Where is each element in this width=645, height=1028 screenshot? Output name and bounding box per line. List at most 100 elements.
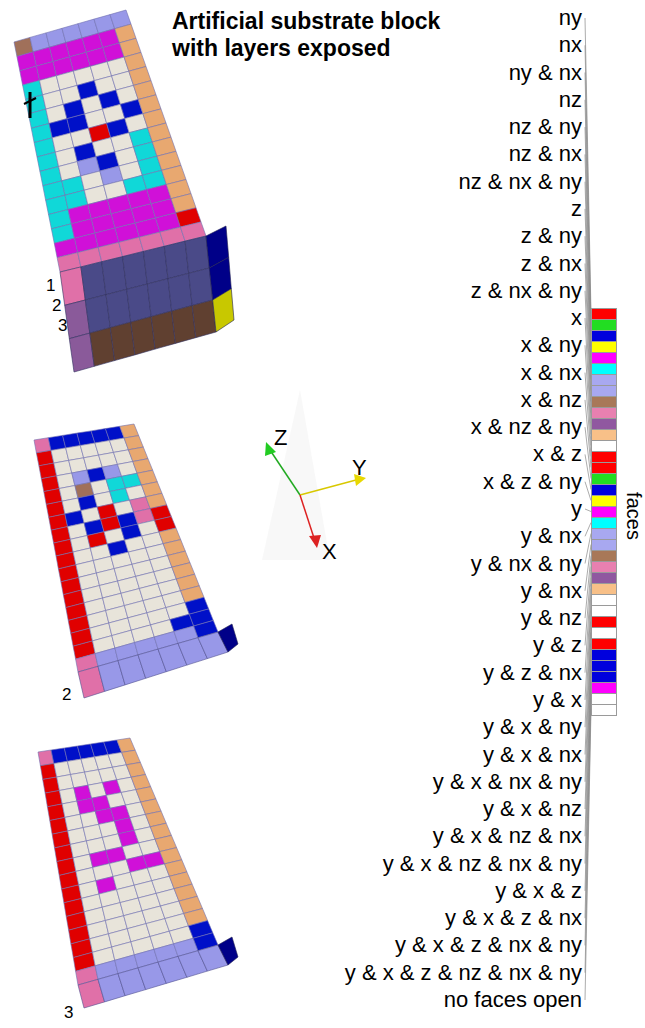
grid-cell (189, 268, 213, 306)
colorbar-swatch (591, 352, 617, 364)
legend-label: x & nz & ny (471, 414, 582, 440)
legend-label: y & nz (521, 605, 582, 631)
grid-cell (147, 279, 171, 317)
colorbar-swatch (591, 682, 617, 694)
legend-label: y & x & z & nx (445, 905, 582, 931)
legend-label: y & x & z & nx & ny (395, 932, 582, 958)
colorbar-swatch (591, 583, 617, 595)
legend-label: y & x & nx (483, 742, 582, 768)
colorbar-swatch (591, 308, 617, 320)
layer-number: 3 (58, 316, 67, 336)
colorbar-swatch (591, 704, 617, 716)
axis-label: Z (274, 426, 287, 450)
colorbar-swatch (591, 561, 617, 573)
substrate-blocks (14, 10, 238, 1008)
grid-cell (218, 624, 238, 652)
legend-label: y & nx (521, 578, 582, 604)
grid-cell (131, 317, 155, 355)
legend-label: x & z & ny (483, 469, 582, 495)
legend-label: y & x & nz & nx (433, 823, 582, 849)
legend-label: y & x & nz (483, 796, 582, 822)
leader-line (585, 710, 591, 1001)
colorbar-swatch (591, 495, 617, 507)
legend-label: z & nx & ny (471, 278, 582, 304)
grid-cell (102, 257, 127, 295)
colorbar-swatch (591, 671, 617, 683)
colorbar-swatch (591, 341, 617, 353)
legend-label: z (571, 196, 582, 222)
colorbar-swatch (591, 517, 617, 529)
grid-cell (164, 241, 188, 279)
grid-cell (106, 289, 131, 327)
colorbar-swatch (591, 396, 617, 408)
colorbar-swatch (591, 572, 617, 584)
legend-label: y & x & nz & nx & ny (383, 851, 582, 877)
grid-cell (117, 738, 135, 752)
legend-label: y & z & nx (483, 660, 582, 686)
layer-number: 3 (64, 1003, 73, 1023)
grid-cell (213, 289, 234, 332)
legend-label: y (571, 496, 582, 522)
colorbar-swatch (591, 473, 617, 485)
colorbar-swatch (591, 385, 617, 397)
legend-label: y & x & ny (483, 714, 582, 740)
colorbar-swatch (591, 550, 617, 562)
legend-label: x & nx (521, 360, 582, 386)
legend-label: no faces open (444, 987, 582, 1013)
colorbar-swatch (591, 319, 617, 331)
legend-label: ny (559, 5, 582, 31)
colorbar-swatch (591, 627, 617, 639)
colorbar-swatch (591, 429, 617, 441)
legend-label: y & z (533, 632, 582, 658)
grid-cell (151, 311, 175, 349)
colorbar-swatch (591, 330, 617, 342)
legend-label: x (571, 305, 582, 331)
grid-cell (168, 273, 192, 311)
colorbar-swatch (591, 506, 617, 518)
legend-label: y & x & z (495, 878, 582, 904)
legend-label: ny & nx (509, 60, 582, 86)
legend-label: nz (559, 87, 582, 113)
colorbar-swatch (591, 484, 617, 496)
legend-label: x & z (533, 441, 582, 467)
legend-label: nz & nx & ny (458, 169, 582, 195)
grid-cell (127, 284, 152, 322)
legend-label: nx (559, 32, 582, 58)
colorbar-swatch (591, 660, 617, 672)
legend-label: x & ny (521, 332, 582, 358)
grid-cell (110, 322, 135, 361)
legend-label: y & x & nx & ny (433, 769, 582, 795)
grid-cell (185, 236, 209, 273)
colorbar-swatch (591, 649, 617, 661)
marker-symbol (24, 92, 36, 118)
legend-label: y & x & z & nz & nx & ny (345, 960, 582, 986)
colorbar-swatch (591, 462, 617, 474)
layer-number: 1 (46, 276, 55, 296)
legend-label: nz & nx (509, 141, 582, 167)
colorbar-swatch (591, 407, 617, 419)
legend-label: y & nx & ny (471, 551, 582, 577)
legend-label: x & nz (521, 387, 582, 413)
grid-cell (192, 300, 216, 338)
colorbar-swatch (591, 693, 617, 705)
colorbar-swatch (591, 528, 617, 540)
colorbar-swatch (591, 539, 617, 551)
colorbar-swatch (591, 638, 617, 650)
colorbar-swatch (591, 451, 617, 463)
colorbar-swatch (591, 418, 617, 430)
legend-label: nz & ny (509, 114, 582, 140)
colorbar-swatch (591, 440, 617, 452)
grid-cell (172, 306, 196, 344)
axis-label: X (322, 540, 337, 564)
layer-number: 2 (52, 296, 61, 316)
figure-title: Artificial substrate block with layers e… (172, 8, 472, 62)
layer-number: 2 (62, 685, 71, 705)
colorbar-swatch (591, 374, 617, 386)
grid-cell (143, 246, 168, 284)
legend-label: z & ny (521, 223, 582, 249)
grid-cell (123, 251, 148, 289)
colorbar-swatch (591, 594, 617, 606)
grid-cell (218, 937, 238, 965)
legend-label: y & nx (521, 523, 582, 549)
